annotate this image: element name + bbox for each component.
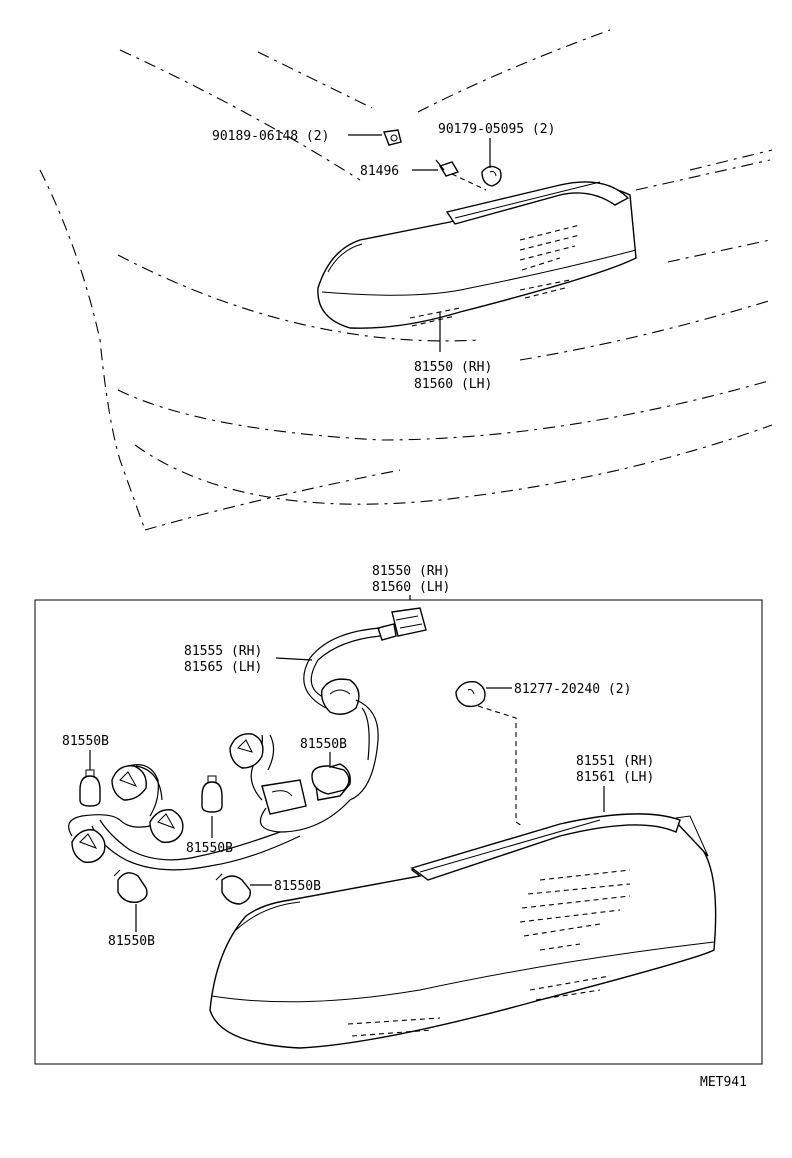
rear-lamp-top [317,181,637,329]
label-81550b-mid: 81550B [186,841,233,856]
label-81551-rh: 81551 (RH) [576,754,654,769]
bulb-icon [201,775,223,813]
bulb-icon [113,869,148,903]
label-81496: 81496 [360,164,399,179]
car-body-outline [39,29,773,531]
bulb-icon [79,769,101,807]
rear-lamp-lens [209,813,717,1049]
label-90179-05095: 90179-05095 (2) [438,122,555,137]
exploded-view-frame [34,599,763,1065]
label-90189-06148: 90189-06148 (2) [212,129,329,144]
nut-icon [481,165,502,187]
bulb-icon [311,765,350,795]
bolt-icon [383,129,402,146]
label-81555-rh: 81555 (RH) [184,644,262,659]
label-81550-rh-box: 81550 (RH) [372,564,450,579]
screw-icon [435,159,460,177]
label-81550b-lower-right: 81550B [274,879,321,894]
label-81277-20240: 81277-20240 (2) [514,682,631,697]
label-81550b-left-top: 81550B [62,734,109,749]
label-81565-lh: 81565 (LH) [184,660,262,675]
label-81550b-bottom: 81550B [108,934,155,949]
label-81560-lh-top: 81560 (LH) [414,377,492,392]
diagram-code: MET941 [700,1075,747,1090]
label-81550-rh-top: 81550 (RH) [414,360,492,375]
label-81550b-center: 81550B [300,737,347,752]
label-81560-lh-box: 81560 (LH) [372,580,450,595]
label-81561-lh: 81561 (LH) [576,770,654,785]
grommet-icon [455,681,486,708]
bulb-icon [215,873,251,905]
